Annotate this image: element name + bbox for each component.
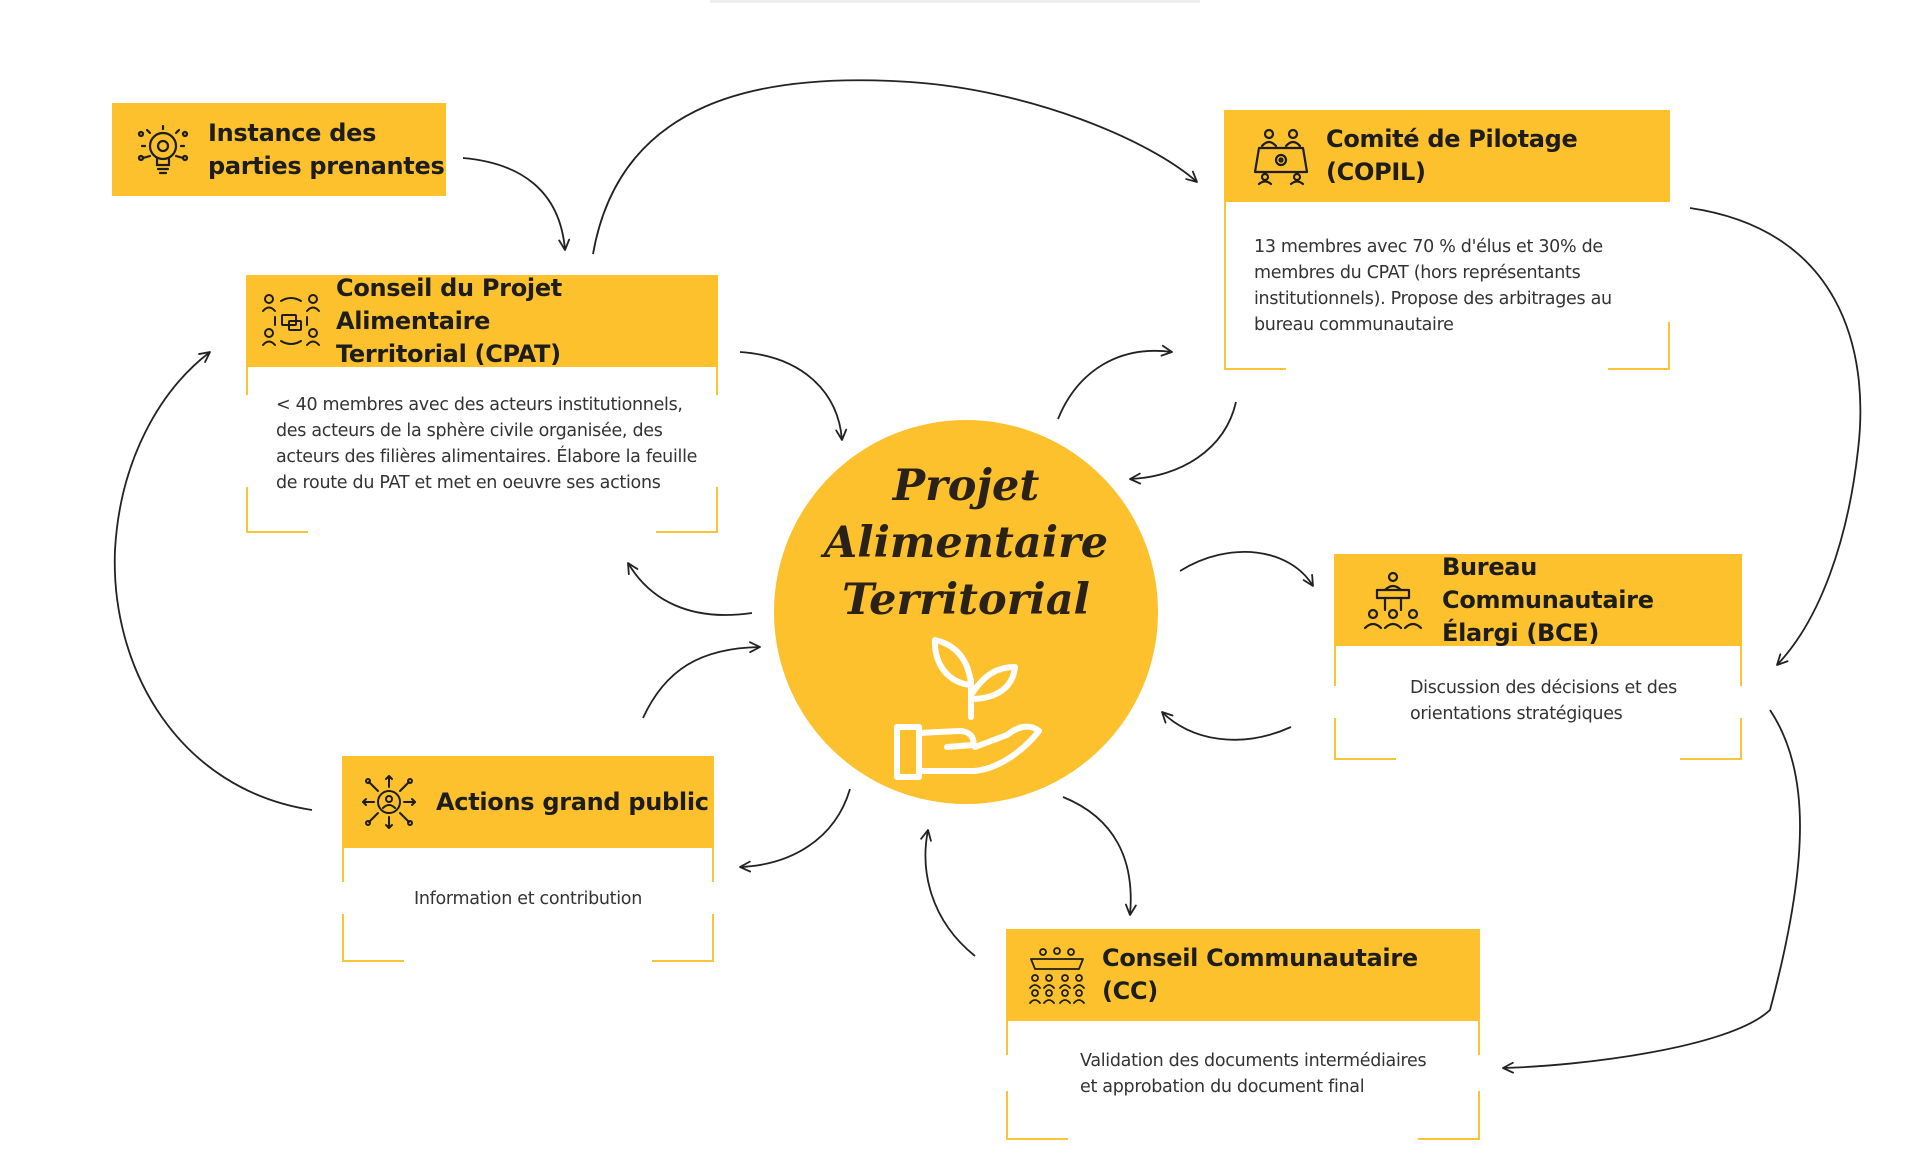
copil-header: Comité de Pilotage (COPIL) (1224, 110, 1670, 202)
arrow-cc-to-center (920, 829, 976, 957)
cc-header: Conseil Communautaire (CC) (1006, 929, 1480, 1021)
arrow-public-to-cpat (113, 351, 313, 811)
arrow-cpat-to-copil (592, 79, 1198, 255)
instance-header: Instance des parties prenantes (112, 103, 446, 196)
public-title: Actions grand public (436, 787, 709, 816)
arrow-copil-to-center (1129, 401, 1237, 485)
lightbulb-icon (132, 119, 194, 181)
gear-person-icon (358, 771, 420, 833)
top-divider (710, 0, 1200, 3)
speaker-podium-icon (1362, 569, 1424, 631)
arrow-public-to-center (642, 641, 761, 719)
arrow-copil-to-bce (1689, 207, 1862, 666)
arrow-center-to-bce (1179, 551, 1314, 587)
arrow-center-to-cc (1062, 796, 1137, 916)
cpat-title: Conseil du Projet Alimentaire Territoria… (336, 273, 562, 368)
arrow-cpat-to-center (739, 351, 848, 441)
center-title: Projet Alimentaire Territorial (823, 461, 1109, 625)
arrow-center-to-copil (1057, 344, 1173, 420)
public-description: Information et contribution (413, 889, 642, 909)
cpat-frame (246, 367, 718, 533)
copil-title: Comité de Pilotage (COPIL) (1326, 125, 1578, 186)
bce-header: Bureau Communautaire Élargi (BCE) (1334, 553, 1742, 647)
cc-title: Conseil Communautaire (CC) (1102, 944, 1418, 1005)
meeting-table-icon (1250, 125, 1312, 187)
plant-in-hand-icon (894, 637, 1042, 780)
arrow-bce-to-center (1161, 711, 1292, 741)
bce-frame (1334, 646, 1742, 760)
bce-title: Bureau Communautaire Élargi (BCE) (1442, 552, 1654, 647)
arrow-center-to-public (739, 788, 851, 873)
arrow-bce-to-cc (1502, 709, 1801, 1074)
copil-frame (1224, 202, 1670, 370)
cpat-description: < 40 membres avec des acteurs institutio… (276, 395, 698, 493)
discussion-group-icon (260, 290, 322, 352)
cc-frame (1006, 1021, 1480, 1140)
arrow-instance-to-cpat (462, 157, 571, 251)
arrow-center-to-cpat (627, 562, 753, 616)
instance-title: Instance des parties prenantes (208, 118, 445, 180)
assembly-icon (1026, 944, 1088, 1006)
public-header: Actions grand public (342, 756, 714, 848)
cpat-header: Conseil du Projet Alimentaire Territoria… (246, 274, 718, 368)
center-circle: Projet Alimentaire Territorial (774, 420, 1158, 804)
public-frame (342, 848, 714, 962)
